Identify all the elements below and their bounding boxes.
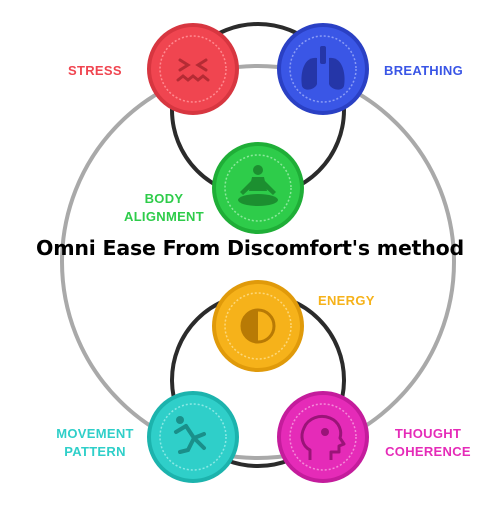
- head-gear-icon: [300, 414, 346, 460]
- stressed-face-icon: [176, 58, 210, 82]
- thought-label-line1: THOUGHT: [394, 426, 462, 441]
- breathing-label-text: BREATHING: [384, 63, 464, 78]
- energy-label: ENERGY: [318, 292, 375, 310]
- thought-label-line2: COHERENCE: [385, 444, 471, 459]
- energy-node: [212, 280, 304, 372]
- lungs-icon: [301, 46, 345, 90]
- breathing-label: BREATHING: [384, 62, 463, 80]
- breathing-node: [277, 23, 369, 115]
- stress-node: [147, 23, 239, 115]
- movement-label-line2: PATTERN: [64, 444, 126, 459]
- body-alignment-node: [212, 142, 304, 234]
- sun-half-icon: [240, 308, 276, 344]
- diagram-title: Omni Ease From Discomfort's method: [36, 236, 464, 260]
- thought-coherence-node: [277, 391, 369, 483]
- movement-pattern-label: MOVEMENT PATTERN: [50, 425, 140, 461]
- stress-label-text: STRESS: [68, 63, 122, 78]
- stress-label: STRESS: [68, 62, 122, 80]
- body-alignment-label: BODY ALIGNMENT: [112, 190, 216, 226]
- body-alignment-label-line2: ALIGNMENT: [124, 209, 204, 224]
- outer-ring: [60, 64, 456, 460]
- meditation-pose-icon: [238, 165, 278, 206]
- movement-pattern-node: [147, 391, 239, 483]
- runner-icon: [174, 416, 206, 454]
- body-alignment-label-line1: BODY: [144, 191, 184, 206]
- movement-label-line1: MOVEMENT: [56, 426, 134, 441]
- energy-label-text: ENERGY: [318, 293, 375, 308]
- thought-coherence-label: THOUGHT COHERENCE: [380, 425, 476, 461]
